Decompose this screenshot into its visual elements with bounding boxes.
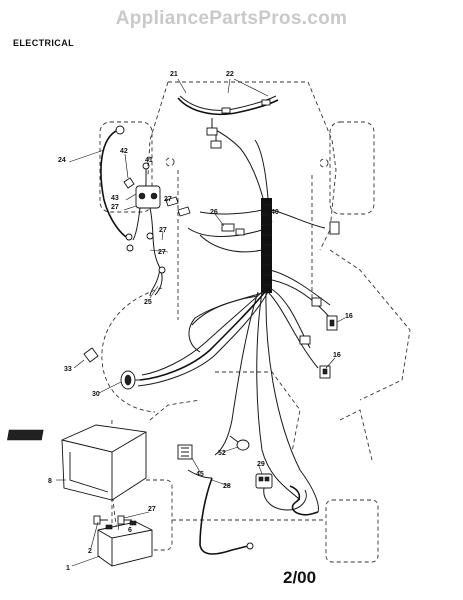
callout-45: 45: [196, 471, 204, 478]
callout-16-b: 16: [333, 352, 341, 359]
solenoid-assembly: [123, 162, 191, 296]
callout-28: 28: [223, 483, 231, 490]
harness-21: [177, 95, 279, 149]
callout-27-e: 27: [148, 506, 156, 513]
callout-27-b: 27: [164, 196, 172, 203]
tractor-outline: [99, 81, 411, 563]
callout-1: 1: [66, 565, 70, 572]
part-45: [177, 444, 193, 460]
callout-leaders: [56, 78, 346, 567]
connector-26: [221, 223, 245, 236]
callout-labels: 21 22 24 42 41 43 27 27 27 27 25 26 40 1…: [48, 71, 353, 572]
callout-41: 41: [145, 157, 153, 164]
switch-16-lower: [319, 365, 331, 379]
connector-30: [120, 370, 142, 390]
callout-25: 25: [144, 299, 152, 306]
part-25: [149, 266, 166, 297]
battery-1: [93, 515, 153, 567]
callout-24: 24: [58, 157, 66, 164]
section-title: ELECTRICAL: [13, 38, 74, 48]
callout-16-a: 16: [345, 313, 353, 320]
callout-30: 30: [92, 391, 100, 398]
callout-43: 43: [111, 195, 119, 202]
part-52: [229, 435, 250, 451]
callout-27-a: 27: [111, 204, 119, 211]
callout-27-d: 27: [158, 249, 166, 256]
part-29: [255, 473, 307, 511]
rear-coil: [289, 485, 319, 516]
callout-6: 6: [128, 527, 132, 534]
bracket-33: [83, 347, 99, 363]
callout-26: 26: [210, 209, 218, 216]
callout-52: 52: [218, 450, 226, 457]
wire-24: [100, 125, 133, 241]
callout-21: 21: [170, 71, 178, 78]
main-harness: [137, 127, 333, 513]
callout-22: 22: [226, 71, 234, 78]
date-code: 2/00: [283, 568, 317, 587]
front-left-wheel: [99, 121, 153, 213]
callout-27-c: 27: [159, 227, 167, 234]
wire-28: [187, 469, 254, 555]
callout-2: 2: [88, 548, 92, 555]
callout-42: 42: [120, 148, 128, 155]
callout-40: 40: [271, 209, 279, 216]
site-watermark: AppliancePartsPros.com: [115, 8, 348, 29]
right-upper-switch: [299, 221, 340, 345]
switch-16-upper: [326, 315, 338, 331]
callout-8: 8: [48, 478, 52, 485]
callout-33: 33: [64, 366, 72, 373]
callout-29: 29: [257, 461, 265, 468]
rear-right-wheel: [325, 499, 379, 563]
front-right-wheel: [329, 121, 375, 215]
battery-box-8: [7, 424, 147, 501]
